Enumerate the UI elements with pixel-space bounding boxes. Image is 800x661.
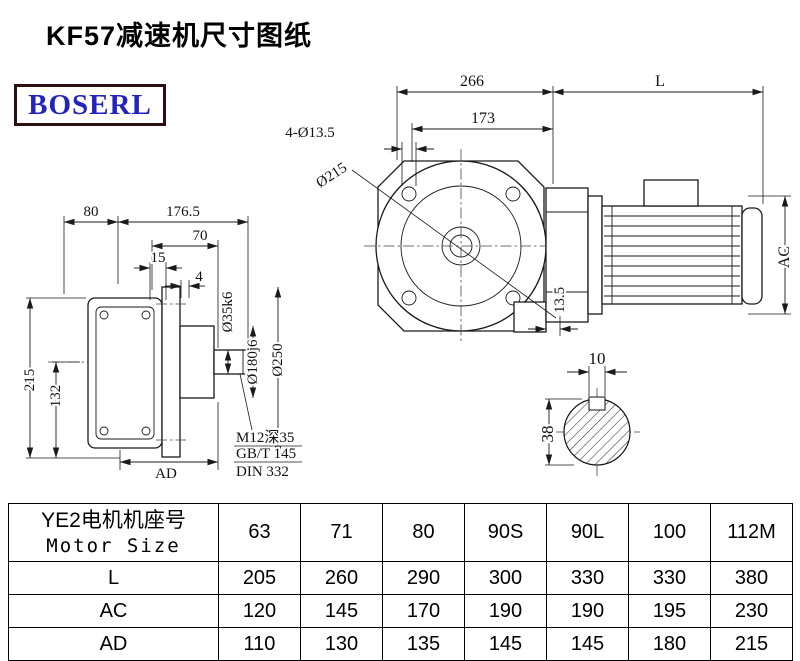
keyway (588, 396, 606, 411)
table-row-ac: AC 120 145 170 190 190 195 230 (8, 594, 793, 628)
dim-266-label: 266 (460, 73, 484, 90)
flange-spigot (179, 325, 215, 399)
table-column-header: 71 (300, 503, 383, 562)
table-cell: 300 (464, 561, 547, 595)
dim-70-label: 70 (193, 228, 208, 244)
brand-logo-text: BOSERL (28, 88, 152, 121)
row-label: AC (8, 594, 219, 628)
dia-flange-label: Ø250 (270, 343, 286, 376)
side-view: 80 176.5 70 15 4 215 132 AD (20, 202, 302, 484)
dim-ac-label: AC (776, 246, 793, 268)
table-cell: 330 (546, 561, 629, 595)
table-column-header: 112M (710, 503, 793, 562)
dia-spigot-label: Ø180j6 (245, 339, 261, 385)
terminal-box (643, 179, 699, 207)
table-cell: 230 (710, 594, 793, 628)
housing-bolt (141, 310, 151, 320)
front-view: 266 L 173 4-Ø13.5 Ø215 AC 13.5 (283, 71, 795, 343)
row-label: AD (8, 627, 219, 661)
housing-bolt (99, 426, 109, 436)
dim-15-label: 15 (151, 250, 166, 266)
table-cell: 145 (300, 594, 383, 628)
dim-38-label: 38 (538, 426, 557, 443)
table-column-header: 100 (628, 503, 711, 562)
table-cell: 145 (464, 627, 547, 661)
table-row-ad: AD 110 130 135 145 145 180 215 (8, 627, 793, 661)
gearbox-foot (513, 301, 547, 333)
page-title: KF57减速机尺寸图纸 (46, 21, 313, 51)
note-standard-din-label: DIN 332 (236, 464, 289, 480)
table-cell: 135 (382, 627, 465, 661)
table-column-header: 90S (464, 503, 547, 562)
table-column-header: 63 (218, 503, 301, 562)
housing-bolt (141, 426, 151, 436)
motor-size-label-cn: YE2电机机座号 (41, 508, 186, 532)
dim-l-label: L (655, 73, 665, 90)
table-cell: 380 (710, 561, 793, 595)
table-cell: 110 (218, 627, 301, 661)
table-cell: 195 (628, 594, 711, 628)
motor-flange (587, 195, 603, 315)
bolt-hole (401, 186, 417, 202)
bolt-hole (401, 290, 417, 306)
brand-logo-box: BOSERL (14, 84, 166, 126)
table-cell: 180 (628, 627, 711, 661)
table-column-header: 90L (546, 503, 629, 562)
table-cell: 330 (628, 561, 711, 595)
motor-size-label-en: Motor Size (46, 534, 181, 557)
row-label: L (8, 561, 219, 595)
table-cell: 170 (382, 594, 465, 628)
table-cell: 145 (546, 627, 629, 661)
dia-shaft-label: Ø35k6 (220, 291, 236, 332)
shaft-section: 10 38 (536, 347, 640, 476)
note-standard-gbt-label: GB/T 145 (236, 446, 296, 462)
holes-callout-label: 4-Ø13.5 (285, 125, 335, 141)
table-cell: 190 (546, 594, 629, 628)
technical-drawing: 80 176.5 70 15 4 215 132 AD (20, 71, 795, 484)
motor-fins (604, 215, 740, 297)
dia-bolt-circle-label: Ø215 (313, 160, 350, 192)
housing-bolt (99, 310, 109, 320)
fan-cover (741, 207, 763, 305)
bolt-hole (505, 186, 521, 202)
motor-body (601, 205, 743, 305)
table-cell: 120 (218, 594, 301, 628)
table-cell: 290 (382, 561, 465, 595)
table-cell: 260 (300, 561, 383, 595)
size-table: YE2电机机座号 Motor Size 63 71 80 90S 90L 100… (8, 503, 793, 661)
table-cell: 190 (464, 594, 547, 628)
note-tap-label: M12深35 (236, 429, 294, 446)
table-column-header: 80 (382, 503, 465, 562)
table-row-l: L 205 260 290 300 330 330 380 (8, 561, 793, 595)
dim-173-label: 173 (471, 110, 495, 127)
bolt-hole (505, 290, 521, 306)
dim-215-label: 215 (22, 369, 38, 392)
table-cell: 130 (300, 627, 383, 661)
table-header-cell: YE2电机机座号 Motor Size (8, 503, 219, 562)
dim-176-5-label: 176.5 (166, 204, 200, 220)
table-header-row: YE2电机机座号 Motor Size 63 71 80 90S 90L 100… (8, 503, 793, 562)
dim-13-5-label: 13.5 (552, 287, 568, 313)
dim-4-label: 4 (195, 269, 203, 285)
dim-10-label: 10 (589, 349, 606, 368)
dim-80-label: 80 (84, 204, 99, 220)
output-flange (161, 286, 181, 458)
dim-ad-label: AD (155, 466, 177, 482)
table-cell: 215 (710, 627, 793, 661)
dim-132-label: 132 (48, 385, 64, 408)
gearbox-body (87, 297, 163, 449)
table-cell: 205 (218, 561, 301, 595)
